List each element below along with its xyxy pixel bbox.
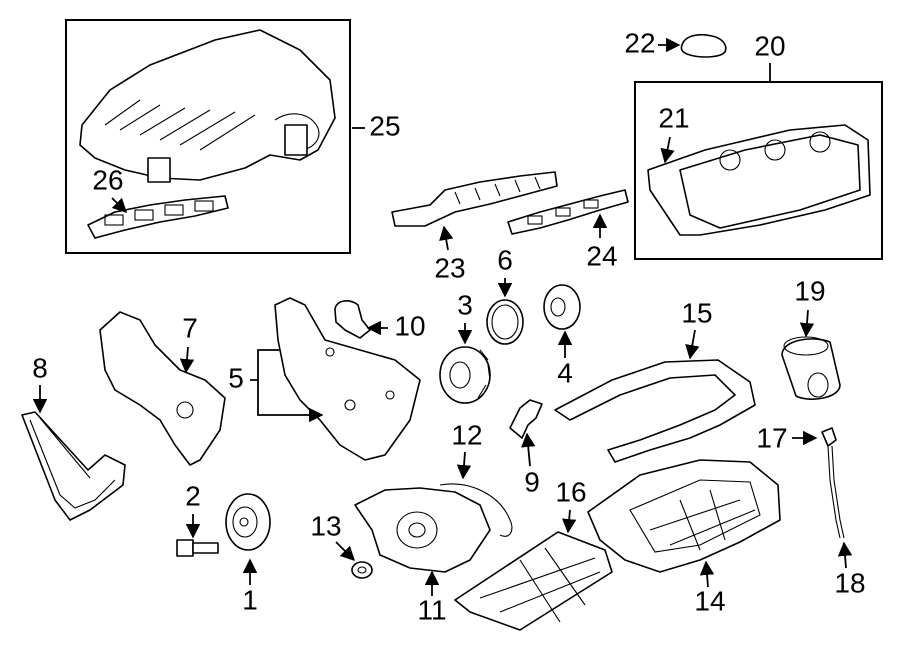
- idler-pulley-part[interactable]: [439, 346, 491, 404]
- intake-gasket-part[interactable]: [87, 195, 229, 239]
- serpentine-belt-part[interactable]: [21, 411, 126, 521]
- callout-6: 6: [497, 244, 513, 275]
- leader-5: [250, 349, 322, 415]
- leader-13: [335, 541, 356, 562]
- callout-1: 1: [242, 584, 258, 615]
- crankshaft-damper-part[interactable]: [225, 493, 271, 551]
- valve-cover-part[interactable]: [647, 124, 871, 236]
- callout-8: 8: [32, 352, 48, 383]
- callout-17: 17: [756, 422, 787, 453]
- callout-18: 18: [834, 567, 865, 598]
- callout-21: 21: [658, 102, 689, 133]
- callout-5: 5: [228, 362, 244, 393]
- leader-19: [799, 309, 815, 338]
- callout-4: 4: [557, 357, 573, 388]
- leader-9: [521, 432, 536, 467]
- intake-manifold-group-box: [65, 19, 351, 254]
- callout-2: 2: [185, 480, 201, 511]
- damper-bolt-part[interactable]: [176, 539, 219, 557]
- oil-pan-part[interactable]: [587, 459, 781, 573]
- windage-tray-part[interactable]: [454, 531, 613, 631]
- tensioner-part[interactable]: [334, 300, 371, 339]
- intake-manifold-part[interactable]: [79, 29, 336, 183]
- leader-26: [111, 197, 128, 214]
- dipstick-tube-part[interactable]: [821, 427, 845, 539]
- leader-21: [660, 136, 675, 164]
- callout-22: 22: [624, 27, 655, 58]
- callout-26: 26: [92, 164, 123, 195]
- callout-3: 3: [457, 289, 473, 320]
- leader-14: [699, 560, 715, 588]
- seal-ring-part[interactable]: [486, 299, 524, 345]
- sensor-part[interactable]: [509, 399, 543, 439]
- oil-pump-part[interactable]: [354, 487, 491, 573]
- valve-cover-group-box: [634, 81, 883, 260]
- callout-13: 13: [310, 510, 341, 541]
- callout-24: 24: [586, 240, 617, 271]
- oil-filter-part[interactable]: [781, 336, 841, 400]
- callout-20: 20: [754, 30, 785, 61]
- leader-18: [837, 541, 853, 569]
- leader-7: [179, 346, 195, 374]
- oil-cap-part[interactable]: [680, 33, 727, 58]
- callout-12: 12: [451, 419, 482, 450]
- oil-pan-gasket-part[interactable]: [554, 359, 756, 463]
- timing-cover-rear-part[interactable]: [274, 297, 421, 461]
- callout-15: 15: [681, 297, 712, 328]
- callout-16: 16: [555, 476, 586, 507]
- exhaust-gasket-part[interactable]: [507, 189, 629, 235]
- leader-12: [456, 451, 472, 480]
- exhaust-manifold-part[interactable]: [391, 171, 558, 227]
- callout-14: 14: [694, 585, 725, 616]
- cam-sprocket-part[interactable]: [543, 284, 581, 330]
- callout-11: 11: [417, 594, 446, 625]
- callout-7: 7: [182, 312, 198, 343]
- callout-9: 9: [524, 466, 540, 497]
- seal-washer-part[interactable]: [351, 561, 373, 579]
- leader-15: [685, 329, 700, 360]
- front-cover-part[interactable]: [99, 311, 226, 466]
- callout-23: 23: [434, 252, 465, 283]
- callout-25: 25: [369, 110, 400, 141]
- callout-19: 19: [794, 275, 825, 306]
- leader-23: [439, 225, 454, 251]
- leader-16: [562, 509, 577, 534]
- oil-pump-gasket-part[interactable]: [439, 483, 513, 537]
- callout-10: 10: [394, 310, 425, 341]
